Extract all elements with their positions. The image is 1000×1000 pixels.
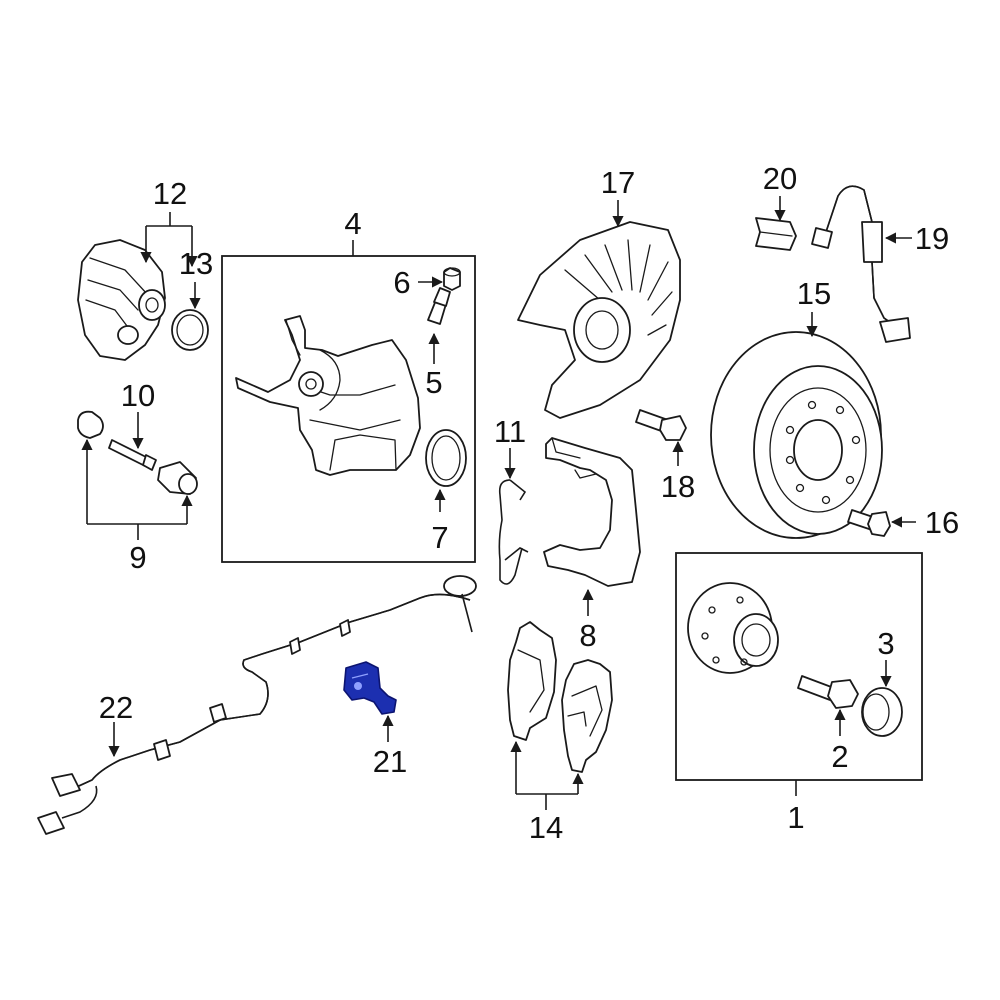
brake-pad-outer[interactable] [561,659,613,773]
brake-rotor[interactable] [710,331,883,539]
bleeder-cap[interactable] [443,267,461,291]
guide-pin[interactable] [108,439,157,471]
callout-1: 1 [787,800,804,835]
callout-12: 12 [153,176,187,211]
leader-lines [81,196,916,810]
abs-wiring-harness[interactable] [37,575,477,835]
callout-13: 13 [179,246,213,281]
callout-14: 14 [529,810,563,845]
brake-pad-inner[interactable] [507,621,557,741]
callout-18: 18 [661,469,695,504]
callout-6: 6 [393,265,410,300]
hub-bolt[interactable] [797,675,859,709]
dust-shield-bolt[interactable] [635,409,687,441]
caliper-bracket[interactable] [543,437,641,587]
hub-cap[interactable] [861,687,903,737]
callout-20: 20 [763,161,797,196]
abs-sensor-highlighted[interactable] [343,661,397,715]
caliper-group-box [221,255,476,563]
parking-brake-motor[interactable] [77,239,166,361]
anti-rattle-spring[interactable] [498,479,529,585]
callout-3: 3 [877,626,894,661]
callout-15: 15 [797,276,831,311]
brake-dust-shield[interactable] [517,221,681,419]
callout-labels: 12 13 10 9 4 6 5 7 11 17 18 8 20 19 15 1… [99,161,959,845]
hose-retaining-clip[interactable] [755,217,797,251]
callout-10: 10 [121,378,155,413]
bleeder-screw[interactable] [427,287,451,325]
callout-19: 19 [915,221,949,256]
callout-9: 9 [129,540,146,575]
callout-4: 4 [344,206,361,241]
callout-22: 22 [99,690,133,725]
callout-17: 17 [601,165,635,200]
callout-16: 16 [925,505,959,540]
caliper-piston-seal[interactable] [425,429,467,487]
callout-7: 7 [431,520,448,555]
hub-group-box [675,552,923,781]
callout-2: 2 [831,739,848,774]
guide-pin-bushing[interactable] [157,461,198,495]
callout-8: 8 [579,618,596,653]
rotor-screw[interactable] [847,509,891,537]
guide-pin-boot[interactable] [77,410,104,439]
callout-11: 11 [494,414,526,449]
motor-o-ring[interactable] [171,309,209,351]
brake-hose[interactable] [811,185,911,343]
wheel-hub[interactable] [687,582,779,674]
brake-caliper[interactable] [235,315,421,476]
callout-21: 21 [373,744,407,779]
callout-5: 5 [425,365,442,400]
